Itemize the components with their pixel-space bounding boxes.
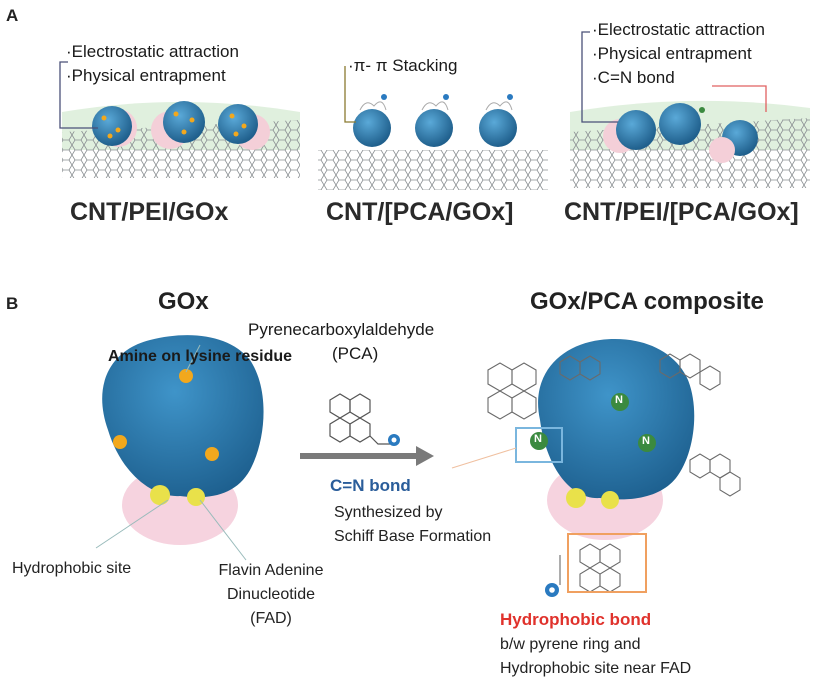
reaction-arrow [300, 446, 434, 466]
fad-line1: Flavin Adenine [218, 562, 324, 579]
right-bullet-2: ·Physical entrapment [592, 44, 752, 63]
scene-cnt-pei-gox [59, 61, 300, 178]
hydrophobic-pointer [95, 499, 169, 549]
synth-line1: Synthesized by [334, 504, 443, 521]
scene-cnt-pca-gox [318, 66, 548, 190]
gox-sphere [92, 106, 137, 147]
fad-pointer [199, 499, 247, 561]
pca-name-line2: (PCA) [332, 344, 379, 363]
nitrogen-letter: N [642, 435, 650, 447]
hydrophobic-site-label: Hydrophobic site [12, 560, 132, 577]
amine-label: Amine on lysine residue [108, 348, 293, 365]
cn-bond-highlight-box [515, 427, 563, 463]
fad-line2: Dinucleotide [226, 586, 316, 603]
hb-line2: Hydrophobic site near FAD [500, 660, 692, 677]
synth-line2: Schiff Base Formation [334, 528, 492, 545]
gox-pca-composite-model [451, 339, 741, 597]
protein-surface [102, 335, 264, 498]
pca-name-line1: Pyrenecarboxylaldehyde [248, 320, 435, 339]
gox-sphere [353, 94, 391, 147]
nitrogen-atom [530, 432, 548, 450]
gox-title: GOx [158, 288, 209, 315]
protein-surface [538, 339, 695, 500]
lysine-amine-dot [113, 435, 127, 449]
caption-cnt-pei-pca-gox: CNT/PEI/[PCA/GOx] [564, 198, 799, 226]
bracket-line [59, 61, 98, 129]
gox-sphere [479, 94, 517, 147]
scene-cnt-pei-pca-gox [570, 31, 810, 188]
panel-letter-b: B [6, 294, 19, 313]
caption-cnt-pca-gox: CNT/[PCA/GOx] [326, 198, 514, 226]
fad-sphere [150, 485, 170, 505]
composite-title: GOx/PCA composite [530, 288, 764, 315]
hydrophobic-bond-highlight-box [567, 533, 647, 593]
pyrene-rings [487, 353, 741, 593]
pca-molecule [329, 393, 392, 445]
hb-line1: b/w pyrene ring and [500, 636, 641, 653]
gox-sphere [218, 104, 270, 150]
cn-bond-pointer [451, 447, 517, 469]
fad-sphere [601, 491, 619, 509]
bracket-line-red [712, 85, 767, 112]
bracket-line [581, 31, 618, 123]
gox-sphere [151, 101, 205, 149]
right-bullet-3: ·C=N bond [592, 68, 675, 87]
lysine-amine-dot [179, 369, 193, 383]
fad-line3: (FAD) [250, 610, 292, 627]
left-bullet-1: ·Electrostatic attraction [66, 42, 239, 61]
cn-bond-label: C=N bond [330, 476, 411, 495]
nitrogen-letter: N [615, 394, 623, 406]
bracket-line [344, 66, 356, 123]
nitrogen-atom [638, 434, 656, 452]
panel-letter-a: A [6, 6, 19, 25]
cnt-mesh [318, 150, 548, 190]
middle-bullet-1: ·π- π Stacking [348, 56, 458, 75]
left-bullet-2: ·Physical entrapment [66, 66, 226, 85]
fad-sphere [187, 488, 205, 506]
hydrophobic-bond-label: Hydrophobic bond [500, 610, 652, 629]
gox-sphere [603, 110, 656, 153]
amine-pointer [185, 344, 201, 373]
nitrogen-atom [611, 393, 629, 411]
lysine-amine-dot [205, 447, 219, 461]
fad-sphere [566, 488, 586, 508]
nitrogen-letter: N [534, 433, 542, 445]
gox-enzyme-model [95, 335, 264, 561]
gox-sphere [415, 94, 453, 147]
gox-sphere [709, 120, 758, 163]
right-bullet-1: ·Electrostatic attraction [592, 20, 765, 39]
gox-sphere [659, 103, 705, 145]
caption-cnt-pei-gox: CNT/PEI/GOx [70, 198, 229, 226]
